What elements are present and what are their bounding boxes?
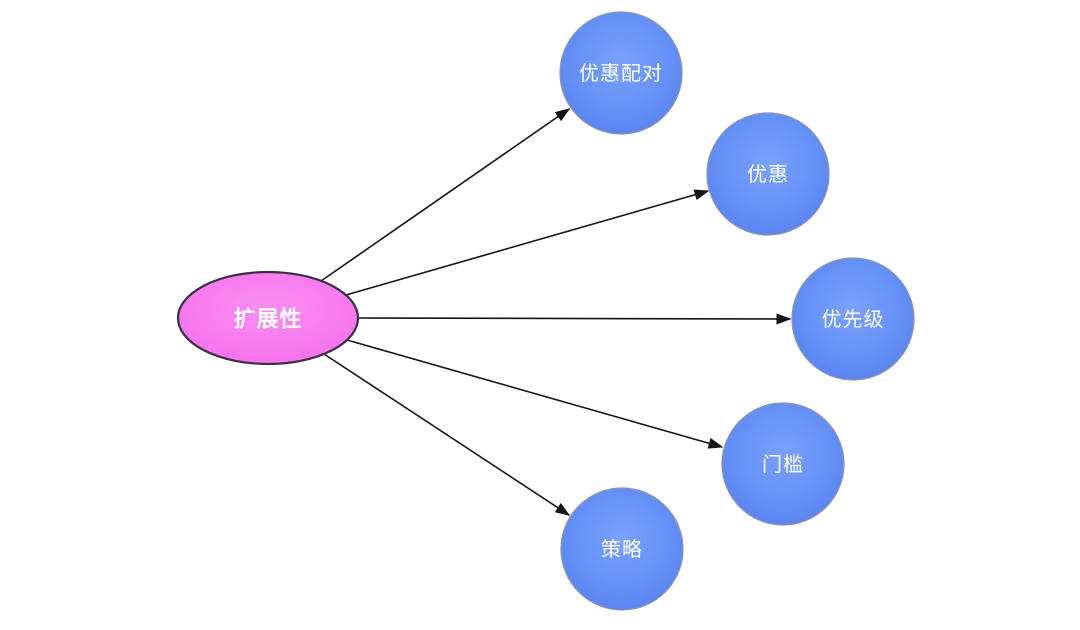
edge-extensibility-to-offer-pairing [320,108,571,282]
node-offer[interactable]: 优惠 [706,112,830,236]
edge-extensibility-to-priority [357,313,792,325]
root-node-label: 扩展性 [233,307,302,332]
node-offer-pairing-shape [559,11,683,135]
node-strategy-shape [560,487,684,611]
node-strategy[interactable]: 策略 [560,487,684,611]
root-node-shape [176,270,360,366]
node-priority-label: 优先级 [822,308,885,331]
edge-extensibility-to-strategy [323,353,571,516]
node-offer-pairing[interactable]: 优惠配对 [559,11,683,135]
root-node-extensibility[interactable]: 扩展性 [176,270,360,366]
node-offer-pairing-label: 优惠配对 [579,62,663,85]
node-offer-shape [706,112,830,236]
node-threshold[interactable]: 门槛 [721,402,845,526]
node-offer-label: 优惠 [747,163,789,186]
node-priority-shape [791,257,915,381]
node-threshold-label: 门槛 [762,453,804,476]
edge-extensibility-to-offer [345,189,710,296]
node-strategy-label: 策略 [601,538,643,561]
node-priority[interactable]: 优先级 [791,257,915,381]
edge-extensibility-to-threshold [346,339,724,449]
node-threshold-shape [721,402,845,526]
